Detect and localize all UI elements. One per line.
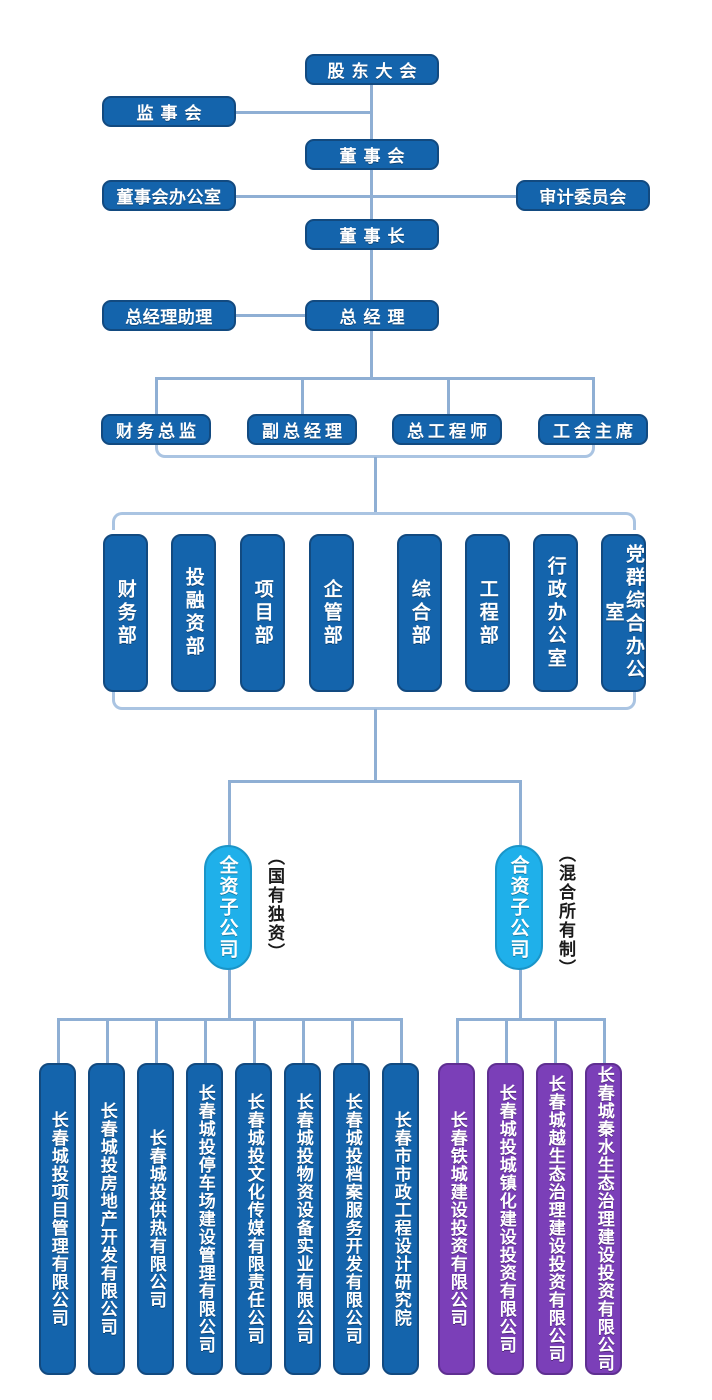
node-department-4[interactable]: 综合部 <box>397 534 442 692</box>
node-shareholders-meeting[interactable]: 股东大会 <box>305 54 439 85</box>
node-audit-committee[interactable]: 审计委员会 <box>516 180 650 211</box>
bracket-departments-top <box>112 512 636 530</box>
connector-joint-venture-down <box>519 968 522 1018</box>
connector-subs-left-drop <box>228 780 231 850</box>
node-department-3[interactable]: 企管部 <box>309 534 354 692</box>
connector-jv-drop-1 <box>505 1018 508 1063</box>
node-supervisory-board[interactable]: 监事会 <box>102 96 236 127</box>
node-subsidiary-jv-2[interactable]: 长春城越生态治理建设投资有限公司 <box>536 1063 573 1375</box>
node-subsidiary-jv-1[interactable]: 长春城投城镇化建设投资有限公司 <box>487 1063 524 1375</box>
connector-exec-drop-3 <box>592 377 595 414</box>
node-chairman[interactable]: 董事长 <box>305 219 439 250</box>
node-department-7[interactable]: 党群综合办公室 <box>601 534 646 692</box>
connector-wo-drop-7 <box>400 1018 403 1063</box>
node-subsidiary-wo-5[interactable]: 长春城投物资设备实业有限公司 <box>284 1063 321 1375</box>
connector-joint-venture-bus <box>456 1018 603 1021</box>
connector-wholly-owned-down <box>228 968 231 1018</box>
connector-gm-down <box>370 331 373 377</box>
node-department-2[interactable]: 项目部 <box>240 534 285 692</box>
connector-exec-drop-1 <box>301 377 304 414</box>
node-subsidiary-wo-7[interactable]: 长春市市政工程设计研究院 <box>382 1063 419 1375</box>
bracket-departments-bottom <box>112 692 636 710</box>
connector-exec-bus <box>155 377 595 380</box>
node-subsidiary-jv-0[interactable]: 长春铁城建设投资有限公司 <box>438 1063 475 1375</box>
node-board-of-directors[interactable]: 董事会 <box>305 139 439 170</box>
connector-jv-drop-0 <box>456 1018 459 1063</box>
connector-spine-top <box>370 85 373 300</box>
connector-wo-drop-1 <box>106 1018 109 1063</box>
node-subsidiary-wo-1[interactable]: 长春城投房地产开发有限公司 <box>88 1063 125 1375</box>
bracket-executives <box>155 442 595 458</box>
node-board-office[interactable]: 董事会办公室 <box>102 180 236 211</box>
connector-subs-bus <box>228 780 522 783</box>
node-subsidiary-wo-6[interactable]: 长春城投档案服务开发有限公司 <box>333 1063 370 1375</box>
node-general-manager[interactable]: 总经理 <box>305 300 439 331</box>
connector-wholly-owned-bus <box>57 1018 400 1021</box>
node-subsidiary-wo-4[interactable]: 长春城投文化传媒有限责任公司 <box>235 1063 272 1375</box>
node-executive-3[interactable]: 工会主席 <box>538 414 648 445</box>
connector-subs-right-drop <box>519 780 522 850</box>
connector-audit-committee <box>372 195 516 198</box>
connector-supervisory <box>236 111 372 114</box>
connector-wo-drop-4 <box>253 1018 256 1063</box>
node-department-1[interactable]: 投融资部 <box>171 534 216 692</box>
node-executive-1[interactable]: 副总经理 <box>247 414 357 445</box>
connector-wo-drop-5 <box>302 1018 305 1063</box>
node-executive-0[interactable]: 财务总监 <box>101 414 211 445</box>
connector-wo-drop-2 <box>155 1018 158 1063</box>
connector-exec-to-dept <box>374 457 377 512</box>
node-subsidiary-wo-2[interactable]: 长春城投供热有限公司 <box>137 1063 174 1375</box>
connector-jv-drop-3 <box>603 1018 606 1063</box>
connector-wo-drop-3 <box>204 1018 207 1063</box>
connector-board-office <box>236 195 372 198</box>
connector-wo-drop-6 <box>351 1018 354 1063</box>
node-department-0[interactable]: 财务部 <box>103 534 148 692</box>
connector-exec-drop-0 <box>155 377 158 414</box>
node-subsidiary-wo-0[interactable]: 长春城投项目管理有限公司 <box>39 1063 76 1375</box>
node-department-5[interactable]: 工程部 <box>465 534 510 692</box>
connector-gm-assistant <box>236 314 372 317</box>
node-subsidiary-wo-3[interactable]: 长春城投停车场建设管理有限公司 <box>186 1063 223 1375</box>
pill-wholly-owned[interactable]: 全资子公司 <box>204 845 252 970</box>
note-joint-venture: （混合所有制） <box>555 845 575 978</box>
pill-joint-venture[interactable]: 合资子公司 <box>495 845 543 970</box>
node-department-6[interactable]: 行政办公室 <box>533 534 578 692</box>
node-gm-assistant[interactable]: 总经理助理 <box>102 300 236 331</box>
connector-jv-drop-2 <box>554 1018 557 1063</box>
node-executive-2[interactable]: 总工程师 <box>392 414 502 445</box>
note-wholly-owned: （国有独资） <box>264 848 284 962</box>
node-subsidiary-jv-3[interactable]: 长春城秦水生态治理建设投资有限公司 <box>585 1063 622 1375</box>
connector-wo-drop-0 <box>57 1018 60 1063</box>
connector-dept-to-subs <box>374 709 377 780</box>
connector-exec-drop-2 <box>447 377 450 414</box>
